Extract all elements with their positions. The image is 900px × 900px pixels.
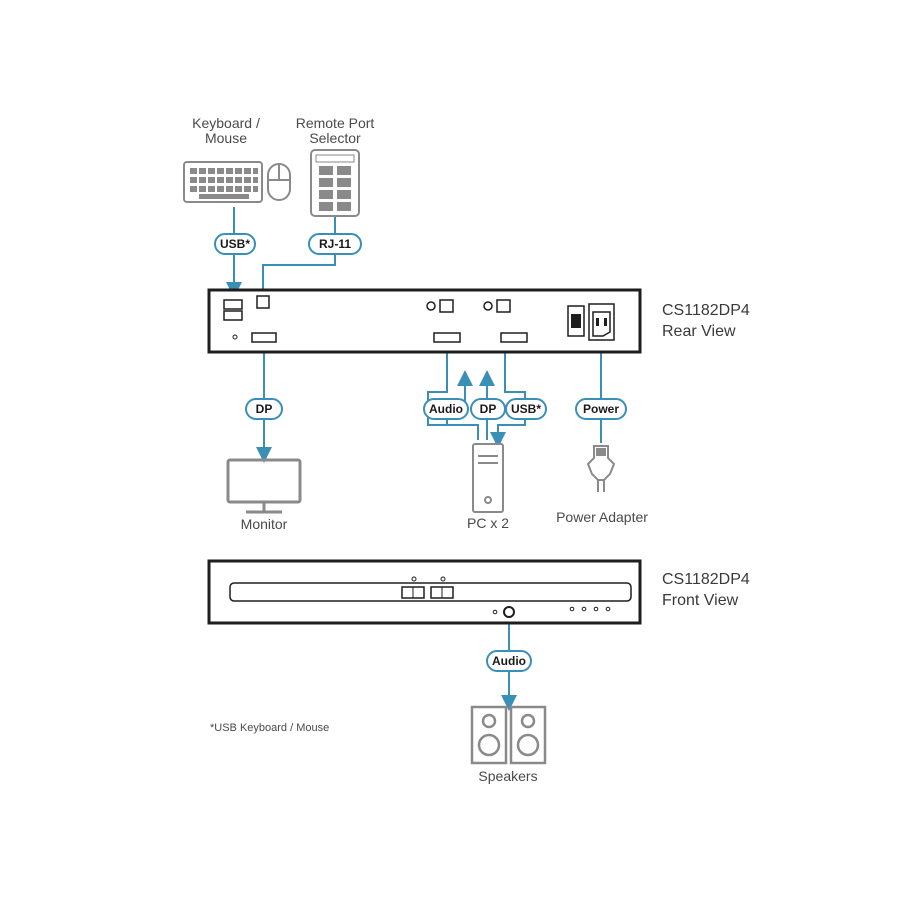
front-audio-jack-icon <box>503 606 515 618</box>
svg-text:Audio: Audio <box>492 654 526 668</box>
monitor-device: Monitor <box>226 458 302 532</box>
power-socket-icon <box>588 303 615 341</box>
keyboard-icon <box>183 161 263 203</box>
pc-device: PC x 2 <box>467 443 509 531</box>
led-indicators-icon <box>569 606 611 612</box>
svg-text:DP: DP <box>480 402 497 416</box>
rear-unit: CS1182DP4 Rear View <box>207 288 750 354</box>
dp-in-1-icon <box>433 332 461 343</box>
svg-text:DP: DP <box>256 402 273 416</box>
audio-in-1-icon <box>426 301 436 311</box>
badge-pc-dp: DP <box>470 398 506 420</box>
remote-selector-label-2: Selector <box>309 130 361 146</box>
badge-dp-monitor: DP <box>245 398 283 420</box>
cable-pc-usb <box>490 348 526 448</box>
badge-pc-usb: USB* <box>505 398 547 420</box>
svg-text:USB*: USB* <box>511 402 541 416</box>
badge-usb-keyboard: USB* <box>214 233 256 255</box>
cables <box>226 207 602 711</box>
rear-model-label: CS1182DP4 <box>662 302 750 319</box>
ground-screw-icon <box>232 334 238 340</box>
port-selection-buttons-icon <box>401 576 454 599</box>
speakers-device: Speakers <box>470 705 547 784</box>
keyboard-mouse-label-1: Keyboard / <box>192 115 260 131</box>
keyboard-mouse-device: Keyboard / Mouse <box>183 115 291 203</box>
badge-rj11: RJ-11 <box>308 233 362 255</box>
monitor-label: Monitor <box>241 516 288 532</box>
usb-port-icon <box>223 299 243 321</box>
dp-in-2-icon <box>500 332 528 343</box>
front-view-label: Front View <box>662 592 739 609</box>
pc-tower-icon <box>472 443 504 513</box>
rear-view-label: Rear View <box>662 323 736 340</box>
power-switch-icon <box>567 305 585 337</box>
front-unit: CS1182DP4 Front View <box>207 559 750 625</box>
front-model-label: CS1182DP4 <box>662 571 750 588</box>
keyboard-mouse-label-2: Mouse <box>205 130 247 146</box>
speaker-icon <box>470 705 547 765</box>
svg-text:USB*: USB* <box>220 237 250 251</box>
rj11-port-icon <box>256 295 270 309</box>
speakers-label: Speakers <box>478 768 537 784</box>
pc-label: PC x 2 <box>467 515 509 531</box>
power-adapter-device: Power Adapter <box>556 445 648 525</box>
svg-text:Audio: Audio <box>429 402 463 416</box>
audio-in-2-icon <box>483 301 493 311</box>
svg-text:Power: Power <box>583 402 619 416</box>
badge-pc-audio: Audio <box>423 398 469 420</box>
badge-speaker-audio: Audio <box>486 650 532 672</box>
remote-port-selector-device: Remote Port Selector <box>296 115 375 217</box>
svg-text:RJ-11: RJ-11 <box>319 237 351 251</box>
cable-pc-audio-up <box>427 348 479 440</box>
remote-selector-label-1: Remote Port <box>296 115 375 131</box>
remote-selector-icon <box>310 149 360 217</box>
mouse-icon <box>267 163 291 201</box>
usb-b-1-icon <box>439 299 454 313</box>
footnote: *USB Keyboard / Mouse <box>210 722 329 734</box>
monitor-icon <box>226 458 302 514</box>
dp-out-port-icon <box>251 332 277 343</box>
power-adapter-label: Power Adapter <box>556 509 648 525</box>
usb-b-2-icon <box>496 299 511 313</box>
badge-power: Power <box>575 398 627 420</box>
power-plug-icon <box>586 445 616 492</box>
